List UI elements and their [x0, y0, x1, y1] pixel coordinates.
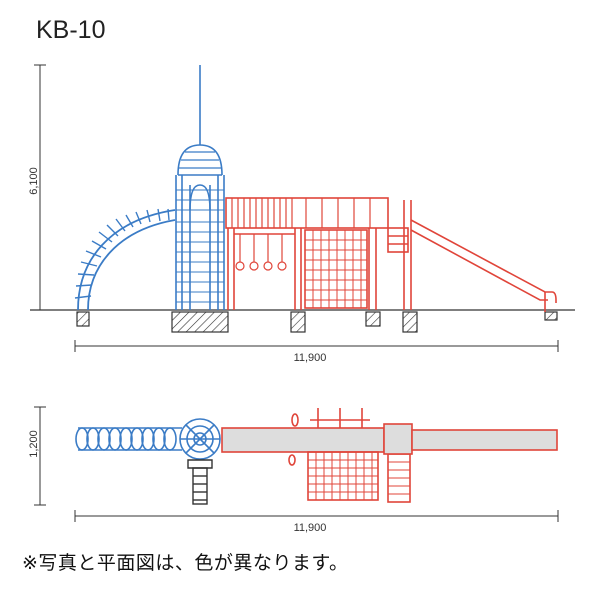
plan-view	[34, 406, 559, 522]
plan-width-dimension-line	[74, 510, 559, 522]
tower-plan	[179, 418, 221, 460]
plan-width-label: 11,900	[293, 522, 327, 534]
width-dimension-line	[74, 340, 559, 352]
tube-slide-plan	[75, 427, 182, 451]
tower-elevation	[175, 65, 225, 310]
tower-ladder-plan	[187, 459, 213, 505]
depth-dimension-label: 1,200	[28, 430, 40, 458]
height-dimension-label: 6,100	[28, 167, 40, 195]
foundations	[76, 311, 558, 333]
elevation-view	[30, 64, 575, 352]
deck-elevation	[225, 197, 557, 312]
elevation-width-label: 11,900	[293, 352, 327, 364]
depth-dimension-line	[34, 406, 46, 506]
tube-slide-elevation	[74, 208, 176, 311]
color-disclaimer-note: ※写真と平面図は、色が異なります。	[22, 552, 349, 574]
deck-plan	[221, 408, 558, 503]
model-title: KB-10	[36, 16, 106, 44]
